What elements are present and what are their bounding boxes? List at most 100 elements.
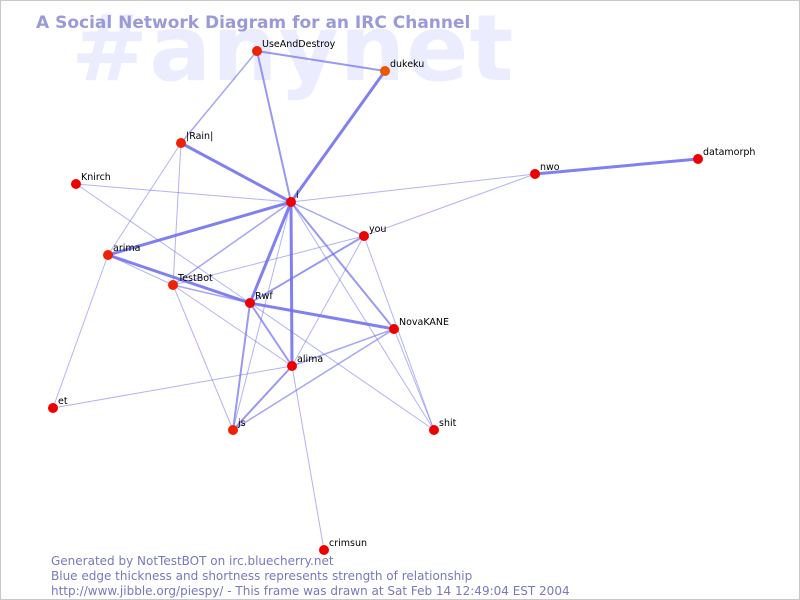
node-layer: UseAndDestroy dukeku |Rain| Knirch i nwo datam… <box>48 39 755 555</box>
node-dot[interactable] <box>176 138 186 148</box>
edge-NovaKANE-alima <box>291 328 395 367</box>
node-label: arima <box>113 243 140 254</box>
node-label: shit <box>439 418 457 429</box>
node-dot[interactable] <box>389 324 399 334</box>
node-label: |Rain| <box>186 131 213 142</box>
node-label: alima <box>297 354 323 365</box>
edge-nwo-datamorph <box>533 157 700 176</box>
node-label: datamorph <box>703 147 755 158</box>
node-et[interactable]: et <box>48 396 68 413</box>
edge-i-js <box>232 201 292 431</box>
edge-you-Rwf <box>249 235 365 304</box>
edge-Rwf-js <box>232 302 251 431</box>
edge-you-TestBot <box>172 235 365 286</box>
node-label: crimsun <box>329 538 367 549</box>
diagram-title: A Social Network Diagram for an IRC Chan… <box>36 13 471 33</box>
edge-alima-et <box>52 365 293 409</box>
footer-legend-note: Blue edge thickness and shortness repres… <box>51 569 473 583</box>
node-dot[interactable] <box>530 169 540 179</box>
node-dot[interactable] <box>380 66 390 76</box>
node-label: js <box>237 418 246 429</box>
edge-Rwf-NovaKANE <box>248 301 396 331</box>
node-you[interactable]: you <box>359 224 386 241</box>
node-nwo[interactable]: nwo <box>530 162 560 179</box>
node-Rwf[interactable]: Rwf <box>245 291 273 308</box>
node-label: UseAndDestroy <box>262 39 336 50</box>
footer-info: Generated by NotTestBOT on irc.bluecherr… <box>51 554 570 599</box>
node-dukeku[interactable]: dukeku <box>380 59 424 76</box>
channel-watermark: #anynet <box>71 0 515 102</box>
footer-url-timestamp: http://www.jibble.org/piespy/ - This fra… <box>51 584 570 598</box>
node-label: you <box>369 224 386 235</box>
edge-i-you <box>290 201 365 237</box>
edge-UseAndDestroy-i <box>256 50 292 203</box>
edge-NovaKANE-shit <box>393 328 435 431</box>
edge-arima-et <box>52 254 109 409</box>
node-datamorph[interactable]: datamorph <box>693 147 755 164</box>
edge-i-TestBot <box>172 201 292 286</box>
edge-alima-crimsun <box>291 365 325 551</box>
node-label: i <box>296 190 299 201</box>
edge-i-NovaKANE <box>290 201 395 330</box>
node-dot[interactable] <box>252 46 262 56</box>
edge-NovaKANE-js <box>232 328 395 431</box>
edge-Knirch-i <box>75 183 292 203</box>
node-NovaKANE[interactable]: NovaKANE <box>389 317 449 334</box>
edge-layer <box>52 50 700 551</box>
edge-Rain-arima <box>107 142 182 256</box>
node-dot[interactable] <box>287 361 297 371</box>
node-label: Rwf <box>255 291 273 302</box>
node-alima[interactable]: alima <box>287 354 323 371</box>
node-UseAndDestroy[interactable]: UseAndDestroy <box>252 39 336 56</box>
edge-TestBot-Rwf <box>172 284 251 304</box>
node-label: et <box>58 396 68 407</box>
node-TestBot[interactable]: TestBot <box>168 273 213 290</box>
edge-Rwf-alima <box>249 302 293 367</box>
node-label: nwo <box>540 162 560 173</box>
node-Knirch[interactable]: Knirch <box>71 172 111 189</box>
edge-Knirch-Rwf <box>75 183 251 304</box>
edge-Rwf-shit <box>249 302 435 431</box>
edge-i-shit <box>290 201 435 431</box>
node-dot[interactable] <box>48 403 58 413</box>
edge-you-shit <box>363 235 435 431</box>
edge-dukeku-i <box>289 69 387 204</box>
node-dot[interactable] <box>429 425 439 435</box>
node-dot[interactable] <box>245 298 255 308</box>
edge-i-nwo <box>290 173 536 203</box>
node-label: Knirch <box>81 172 111 183</box>
node-shit[interactable]: shit <box>429 418 457 435</box>
node-dot[interactable] <box>168 280 178 290</box>
node-dot[interactable] <box>286 197 296 207</box>
edge-i-arima <box>106 200 293 257</box>
edge-Rain-i <box>179 141 293 204</box>
node-Rain[interactable]: |Rain| <box>176 131 213 148</box>
node-dot[interactable] <box>693 154 703 164</box>
node-crimsun[interactable]: crimsun <box>319 538 367 555</box>
node-dot[interactable] <box>319 545 329 555</box>
edge-nwo-you <box>363 173 536 237</box>
node-dot[interactable] <box>71 179 81 189</box>
node-dot[interactable] <box>359 231 369 241</box>
node-dot[interactable] <box>228 425 238 435</box>
node-arima[interactable]: arima <box>103 243 140 260</box>
edge-Rain-TestBot <box>172 142 182 286</box>
node-i[interactable]: i <box>286 190 299 207</box>
edge-you-alima <box>291 235 365 367</box>
edge-UseAndDestroy-dukeku <box>256 50 386 72</box>
edge-arima-TestBot <box>107 254 174 286</box>
node-label: TestBot <box>177 273 213 284</box>
edge-TestBot-js <box>172 284 234 431</box>
node-label: dukeku <box>390 59 424 70</box>
edge-i-Rwf <box>248 200 293 305</box>
node-dot[interactable] <box>103 250 113 260</box>
node-label: NovaKANE <box>399 317 449 328</box>
edge-alima-js <box>232 365 293 431</box>
edge-TestBot-alima <box>172 284 293 367</box>
node-js[interactable]: js <box>228 418 246 435</box>
edge-i-alima <box>289 200 294 368</box>
edge-arima-Rwf <box>106 253 252 305</box>
edge-UseAndDestroy-Rain <box>180 50 258 144</box>
